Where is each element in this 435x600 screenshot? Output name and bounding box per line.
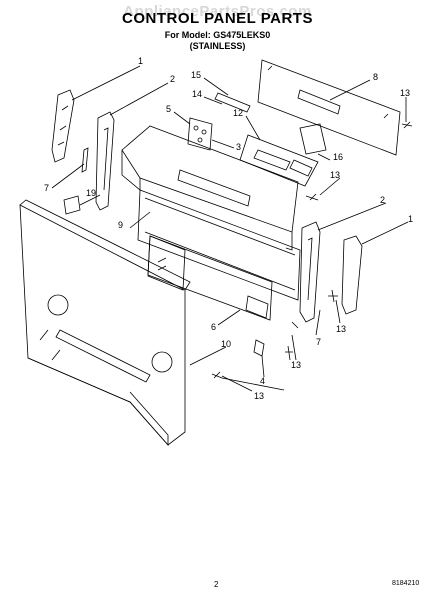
callout-2-left: 2 (170, 74, 175, 84)
callout-13-right: 13 (336, 324, 346, 334)
right-bracket-drawing (299, 221, 321, 323)
callout-12: 12 (233, 108, 243, 118)
page-number: 2 (214, 580, 219, 589)
callout-8: 8 (373, 72, 378, 82)
lower-trim-drawing (147, 235, 273, 321)
callout-14: 14 (192, 89, 202, 99)
callout-13-center: 13 (291, 360, 301, 370)
callout-7-left: 7 (44, 183, 49, 193)
part-15-drawing (214, 92, 251, 113)
callout-5: 5 (166, 104, 171, 114)
document-number: 8184210 (392, 580, 420, 587)
callout-7-right: 7 (316, 337, 321, 347)
left-bracket-drawing (95, 111, 115, 211)
callout-13-bottom: 13 (254, 391, 264, 401)
rear-trim-drawing (257, 59, 401, 156)
page-title: CONTROL PANEL PARTS (122, 10, 313, 27)
callout-13-middle: 13 (330, 170, 340, 180)
control-board-drawing (239, 134, 319, 187)
callout-10: 10 (221, 339, 231, 349)
callout-6: 6 (211, 322, 216, 332)
callout-13-top-right: 13 (400, 88, 410, 98)
part-5-drawing (187, 117, 213, 151)
callout-16: 16 (333, 152, 343, 162)
screw-drawing (401, 121, 413, 129)
front-panel-drawing (137, 189, 301, 301)
model-number: For Model: GS475LEKS0 (164, 30, 271, 40)
callout-9: 9 (118, 220, 123, 230)
part-19-drawing (63, 195, 81, 215)
side-panel-drawing (19, 204, 186, 446)
right-end-cap-drawing (341, 235, 363, 315)
left-end-cap-drawing (51, 89, 75, 163)
watermark: AppliancePartsPros.com (123, 3, 312, 20)
callout-2-right: 2 (380, 195, 385, 205)
callout-1-left: 1 (138, 56, 143, 66)
model-variant: (STAINLESS) (189, 41, 246, 51)
callout-1-right: 1 (408, 214, 413, 224)
callout-15: 15 (191, 70, 201, 80)
callout-labels: 1 2 15 8 14 5 12 13 3 16 7 19 13 9 2 1 6… (44, 56, 413, 401)
callout-3: 3 (236, 142, 241, 152)
callout-4: 4 (260, 376, 265, 386)
control-panel-housing-drawing (121, 125, 299, 233)
callout-19: 19 (86, 188, 96, 198)
